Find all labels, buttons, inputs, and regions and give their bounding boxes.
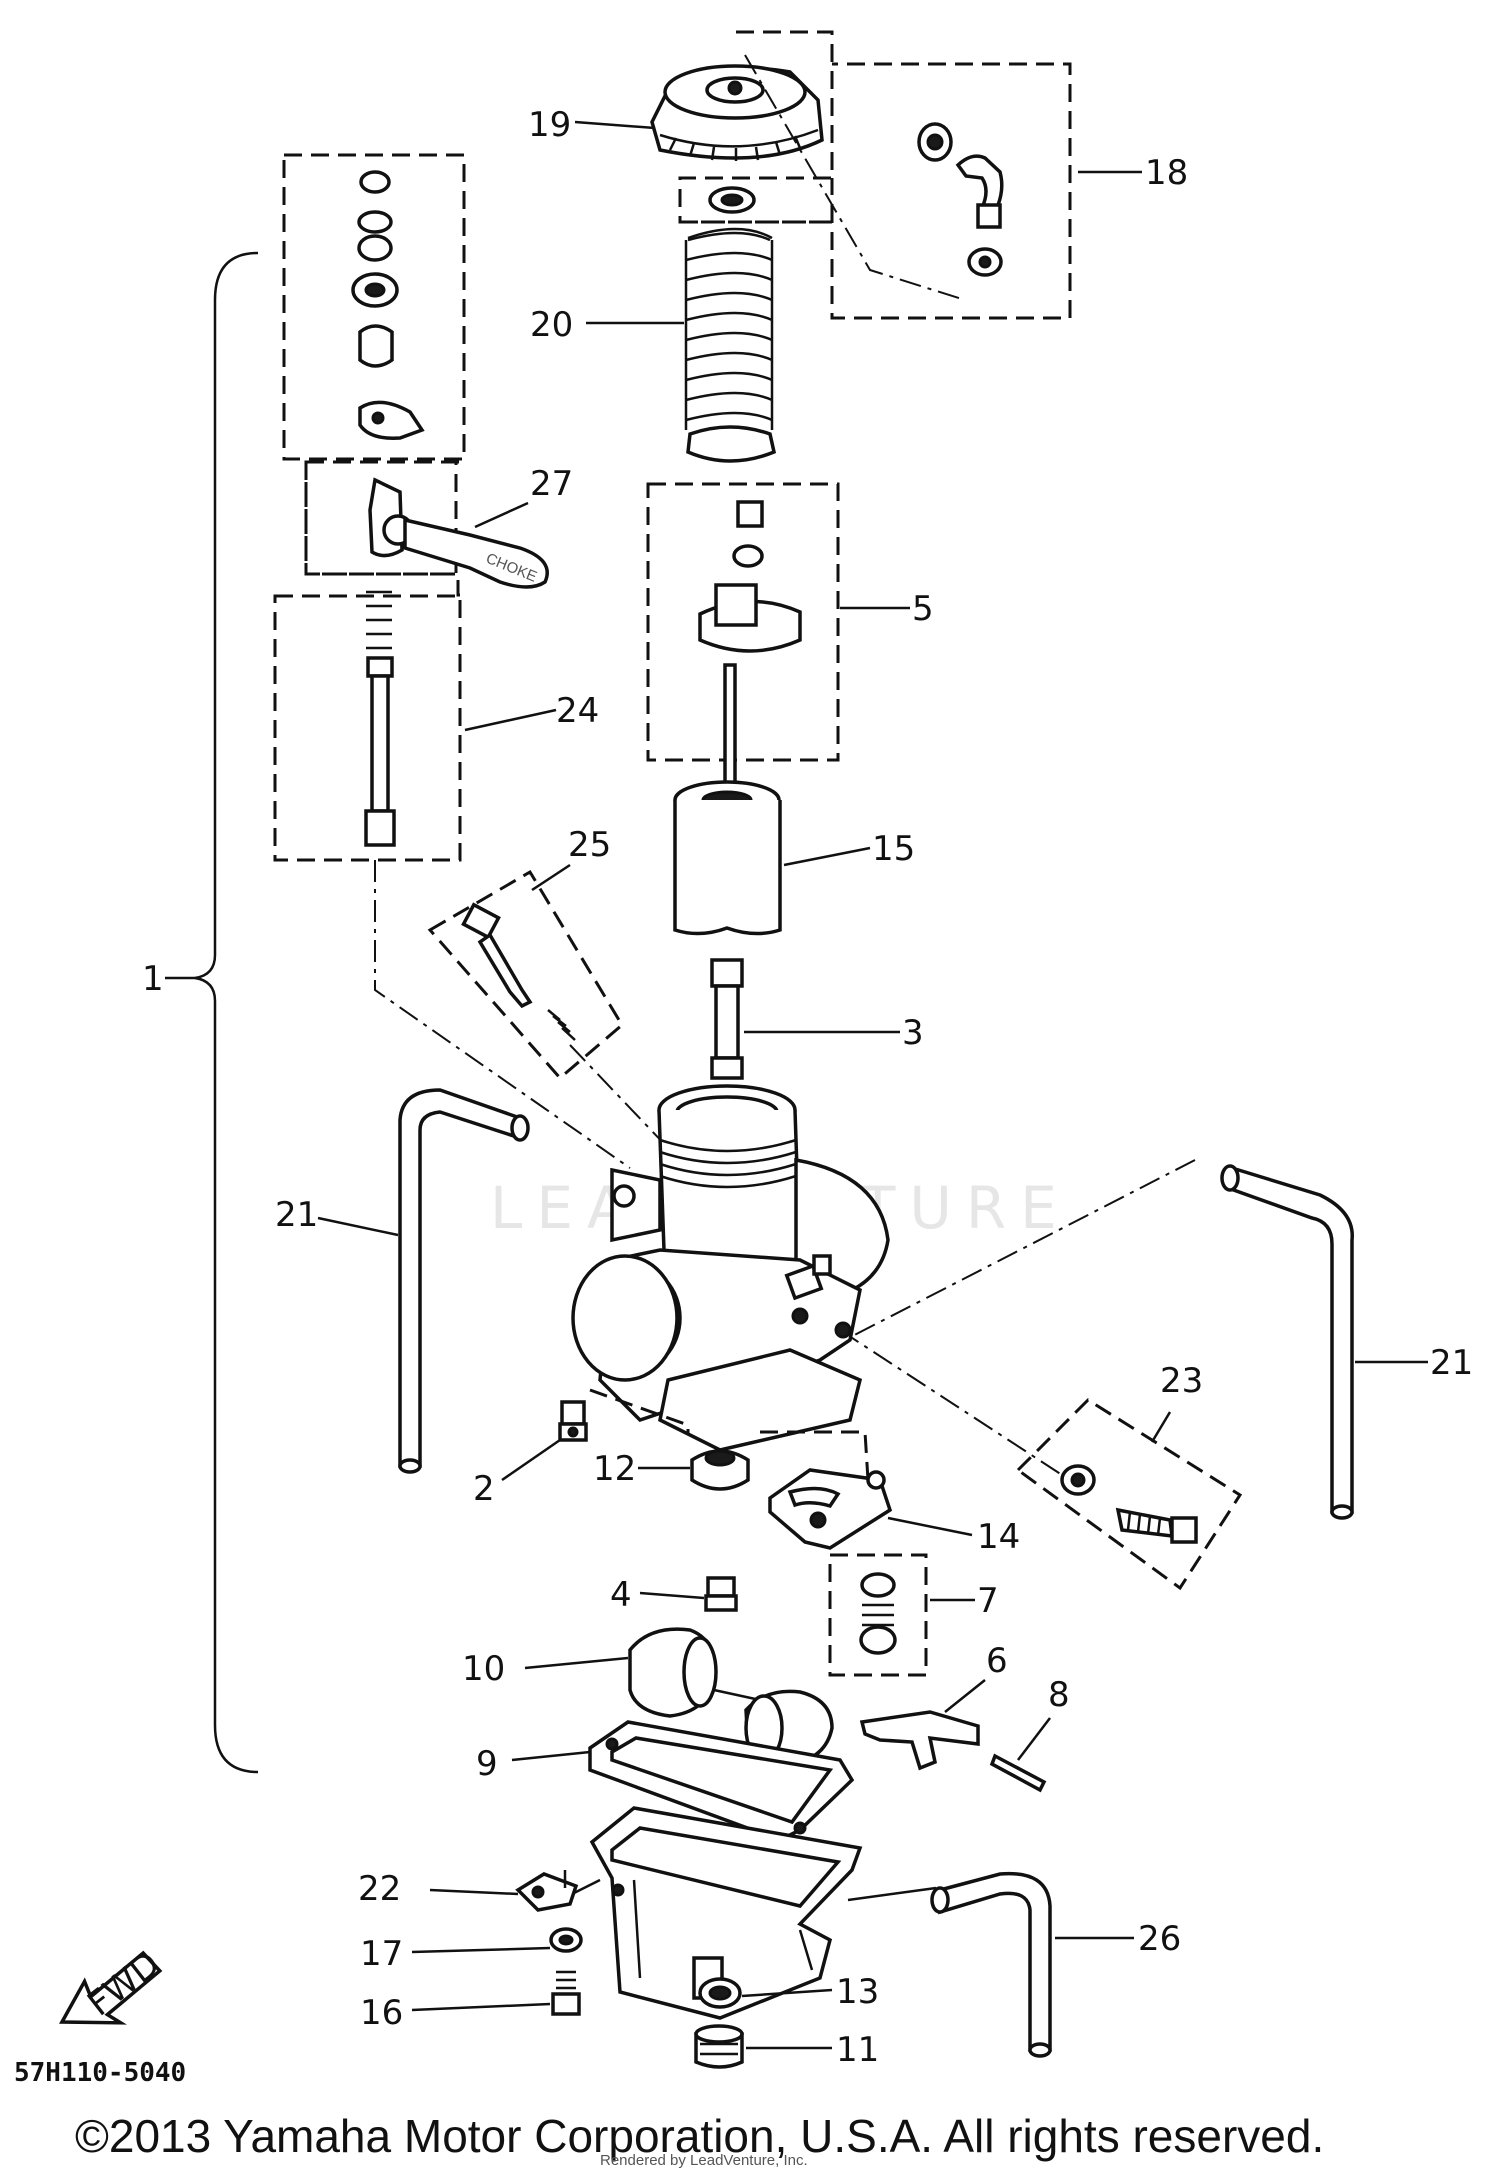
needle-assembly-5 (698, 500, 802, 815)
part-number-25: 25 (568, 825, 611, 865)
part-number-10: 10 (462, 1649, 505, 1689)
group-box-choke-top (282, 153, 466, 461)
pilot-jet-4 (704, 1576, 738, 1612)
float-bowl (559, 1806, 863, 2020)
leader-25 (531, 863, 571, 892)
bracket-22 (515, 1870, 579, 1912)
leader-8 (1017, 1717, 1051, 1761)
leader-14 (887, 1516, 973, 1537)
throttle-valve-15 (673, 780, 782, 936)
part-number-15: 15 (872, 829, 915, 869)
float-pin-8 (989, 1753, 1047, 1793)
part-number-5: 5 (912, 589, 934, 629)
washer-17 (549, 1927, 583, 1953)
part-number-13: 13 (836, 1972, 879, 2012)
gasket-9 (588, 1720, 855, 1842)
needle-jet-3 (710, 958, 744, 1080)
part-number-4: 4 (610, 1575, 632, 1615)
choke-lever-27: CHOKE (368, 477, 549, 589)
leader-23 (1150, 1411, 1172, 1443)
part-number-8: 8 (1048, 1675, 1070, 1715)
part-number-7: 7 (977, 1581, 999, 1621)
idle-screw-23 (1060, 1464, 1198, 1544)
leader-15 (783, 846, 871, 867)
choke-plunger-parts (351, 170, 425, 440)
plate-14 (768, 1468, 893, 1550)
leader-2 (501, 1438, 561, 1482)
part-number-6: 6 (986, 1641, 1008, 1681)
leader-19 (574, 120, 656, 130)
part-number-19: 19 (528, 105, 571, 145)
group-box-5 (646, 482, 840, 762)
hose-21-right (1220, 1164, 1354, 1520)
leader-21-left (317, 1216, 399, 1237)
part-number-22: 22 (358, 1869, 401, 1909)
group-box-23 (1015, 1398, 1243, 1591)
drawing-code: 57H110-5040 (14, 2058, 186, 2088)
group-box-24 (273, 594, 462, 862)
main-jet-12 (690, 1449, 750, 1491)
part-number-16: 16 (360, 1993, 403, 2033)
leader-9 (511, 1750, 591, 1762)
part-number-18: 18 (1145, 153, 1188, 193)
top-cap-19 (650, 64, 824, 161)
leader-16 (411, 2002, 551, 2012)
gasket-13 (698, 1977, 742, 2009)
part-number-26: 26 (1138, 1919, 1181, 1959)
leader-13 (741, 1988, 833, 1998)
leader-24 (464, 708, 557, 732)
part-number-20: 20 (530, 305, 573, 345)
float-arm-6 (859, 1710, 980, 1771)
leader-6 (944, 1679, 986, 1713)
leader-17 (411, 1946, 551, 1954)
part-number-3: 3 (902, 1013, 924, 1053)
leader-10 (524, 1656, 629, 1670)
rendered-by-note: Rendered by LeadVenture, Inc. (600, 2152, 808, 2168)
group-box-27 (304, 460, 458, 576)
part-number-2: 2 (473, 1469, 495, 1509)
leader-4 (639, 1591, 705, 1600)
carburetor-body (571, 1084, 890, 1452)
drain-plug-11 (694, 2024, 744, 2069)
part-number-14: 14 (977, 1517, 1020, 1557)
part-number-1: 1 (142, 959, 164, 999)
part-number-21-left: 21 (275, 1195, 318, 1235)
copyright-notice: ©2013 Yamaha Motor Corporation, U.S.A. A… (75, 2110, 1324, 2162)
part-number-12: 12 (593, 1449, 636, 1489)
group-box-19 (678, 30, 834, 224)
fwd-arrow: FWD (59, 1944, 168, 2025)
screw-16 (551, 1970, 581, 2016)
part-number-11: 11 (836, 2030, 879, 2070)
float-valve-7 (859, 1572, 897, 1655)
overflow-hose-26 (930, 1871, 1052, 2058)
choke-plunger-24 (364, 590, 396, 847)
group-box-25 (427, 869, 624, 1081)
leader-27 (474, 501, 529, 529)
part-number-24: 24 (556, 691, 599, 731)
hose-21-left (398, 1088, 530, 1474)
leader-22 (429, 1888, 519, 1896)
assembly-bracket (194, 251, 259, 1774)
part-number-21-right: 21 (1430, 1343, 1473, 1383)
float-10 (628, 1627, 834, 1766)
part-number-9: 9 (476, 1744, 498, 1784)
screw-2 (558, 1400, 588, 1442)
part-number-17: 17 (360, 1934, 403, 1974)
group-box-18 (680, 62, 1072, 320)
part-number-23: 23 (1160, 1361, 1203, 1401)
fitting-18 (917, 122, 1004, 277)
air-screw-25 (461, 902, 576, 1041)
part-number-27: 27 (530, 464, 573, 504)
spring-20 (684, 227, 777, 463)
